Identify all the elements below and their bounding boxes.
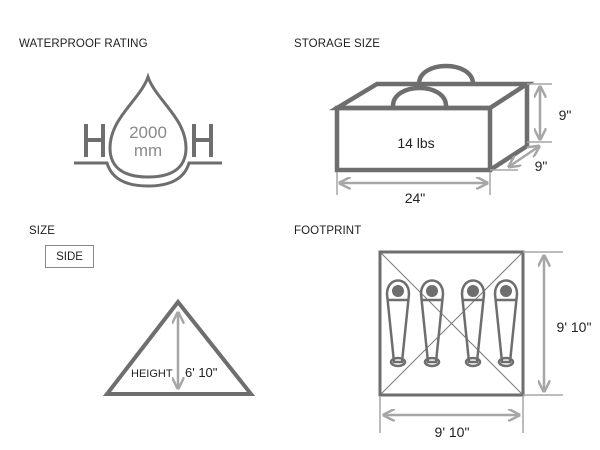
- footprint-width-label: 9' 10": [435, 424, 470, 440]
- height-value: 6' 10": [185, 365, 218, 380]
- storage-width-label: 24": [405, 190, 426, 206]
- tent-side-triangle-icon: [102, 298, 256, 396]
- water-drop-icon: [74, 72, 222, 188]
- footprint-dimension-lines: [379, 251, 563, 433]
- sleeping-bag-icon: [419, 279, 445, 368]
- footprint-heading: FOOTPRINT: [294, 225, 362, 237]
- h-letter-icons: [84, 124, 213, 157]
- waterproof-rating-heading: WATERPROOF RATING: [19, 38, 148, 50]
- footprint-square-icon: [378, 250, 525, 397]
- waterproof-unit: mm: [134, 141, 162, 160]
- storage-bag-icon: [328, 63, 535, 173]
- storage-size-heading: STORAGE SIZE: [294, 38, 380, 50]
- storage-weight: 14 lbs: [397, 135, 434, 151]
- sleeping-bag-icon: [460, 279, 486, 368]
- sleeping-bag-icon: [385, 279, 411, 368]
- waterproof-value: 2000: [129, 123, 167, 142]
- sleeping-bag-icons: [385, 279, 519, 368]
- storage-height-label: 9": [559, 107, 572, 123]
- sleeping-bag-icon: [493, 279, 519, 368]
- side-view-button[interactable]: SIDE: [45, 245, 94, 268]
- storage-depth-label: 9": [535, 158, 548, 174]
- storage-dimension-lines: [336, 83, 552, 195]
- footprint-depth-label: 9' 10": [557, 319, 592, 335]
- height-label: HEIGHT: [131, 368, 173, 380]
- size-heading: SIZE: [29, 225, 55, 237]
